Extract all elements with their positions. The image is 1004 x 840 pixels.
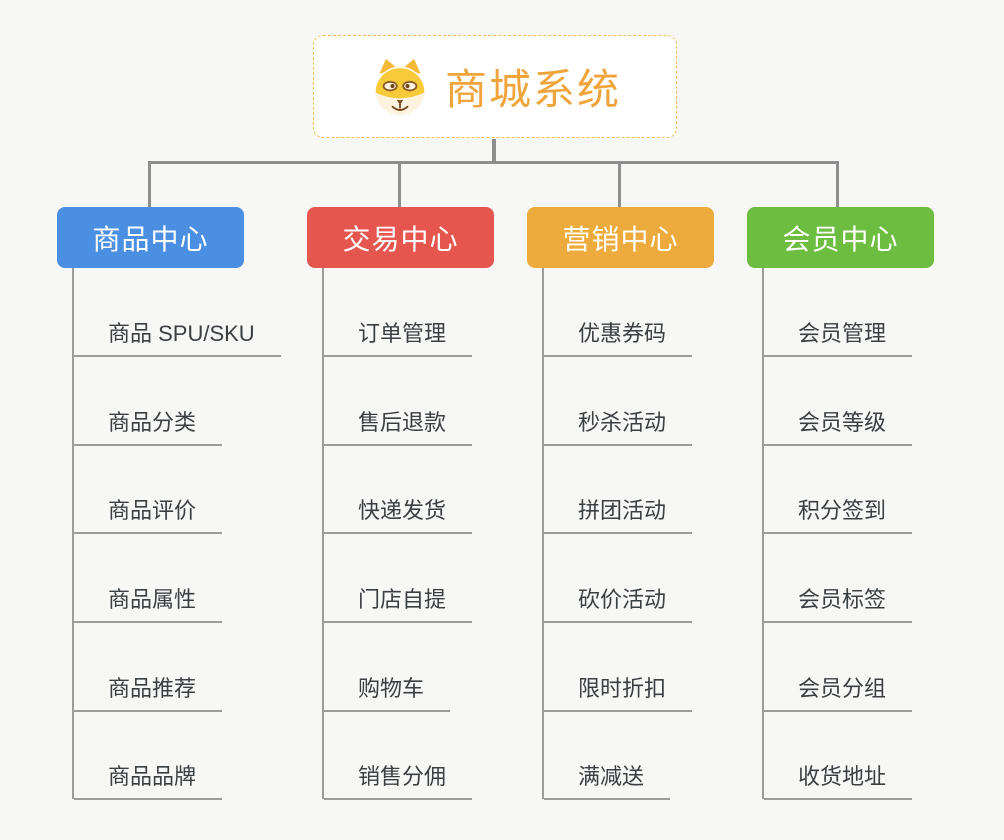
leaf-node[interactable]: 门店自提: [324, 577, 473, 623]
leaf-node[interactable]: 收货地址: [764, 754, 913, 800]
leaf-node[interactable]: 购物车: [324, 666, 451, 712]
leaf-node[interactable]: 秒杀活动: [544, 400, 693, 446]
leaf-node[interactable]: 拼团活动: [544, 488, 693, 534]
leaf-node[interactable]: 商品推荐: [74, 666, 223, 712]
leaf-node[interactable]: 积分签到: [764, 488, 913, 534]
branch-trunk-trade: 订单管理 售后退款 快递发货 门店自提 购物车 销售分佣: [322, 268, 574, 800]
leaf-node[interactable]: 商品分类: [74, 400, 223, 446]
leaf-node[interactable]: 满减送: [544, 754, 671, 800]
leaf-node[interactable]: 商品 SPU/SKU: [74, 311, 281, 357]
branch-node-trade[interactable]: 交易中心: [307, 207, 494, 268]
leaf-node[interactable]: 商品评价: [74, 488, 223, 534]
leaf-node[interactable]: 商品品牌: [74, 754, 223, 800]
root-title: 商城系统: [444, 66, 621, 113]
branch-node-product[interactable]: 商品中心: [57, 207, 244, 268]
leaf-node[interactable]: 售后退款: [324, 400, 473, 446]
leaf-node[interactable]: 订单管理: [324, 311, 473, 357]
connector-drop-product: [148, 161, 151, 207]
leaf-node[interactable]: 砍价活动: [544, 577, 693, 623]
leaf-node[interactable]: 会员标签: [764, 577, 913, 623]
connector-drop-marketing: [618, 161, 621, 207]
root-node[interactable]: 商城系统: [313, 35, 677, 138]
branch-node-member[interactable]: 会员中心: [747, 207, 934, 268]
leaf-node[interactable]: 快递发货: [324, 488, 473, 534]
leaf-node[interactable]: 优惠券码: [544, 311, 693, 357]
branch-trunk-member: 会员管理 会员等级 积分签到 会员标签 会员分组 收货地址: [762, 268, 1004, 800]
dog-icon: [375, 58, 425, 115]
connector-root-stem: [492, 139, 496, 162]
leaf-node[interactable]: 会员管理: [764, 311, 913, 357]
leaf-node[interactable]: 会员分组: [764, 666, 913, 712]
connector-horizontal: [148, 161, 839, 164]
leaf-node[interactable]: 销售分佣: [324, 754, 473, 800]
branch-trunk-marketing: 优惠券码 秒杀活动 拼团活动 砍价活动 限时折扣 满减送: [542, 268, 794, 800]
leaf-node[interactable]: 商品属性: [74, 577, 223, 623]
branch-trunk-product: 商品 SPU/SKU 商品分类 商品评价 商品属性 商品推荐 商品品牌: [72, 268, 324, 800]
leaf-node[interactable]: 限时折扣: [544, 666, 693, 712]
leaf-node[interactable]: 会员等级: [764, 400, 913, 446]
branch-node-marketing[interactable]: 营销中心: [527, 207, 714, 268]
connector-drop-trade: [398, 161, 401, 207]
connector-drop-member: [836, 161, 839, 207]
